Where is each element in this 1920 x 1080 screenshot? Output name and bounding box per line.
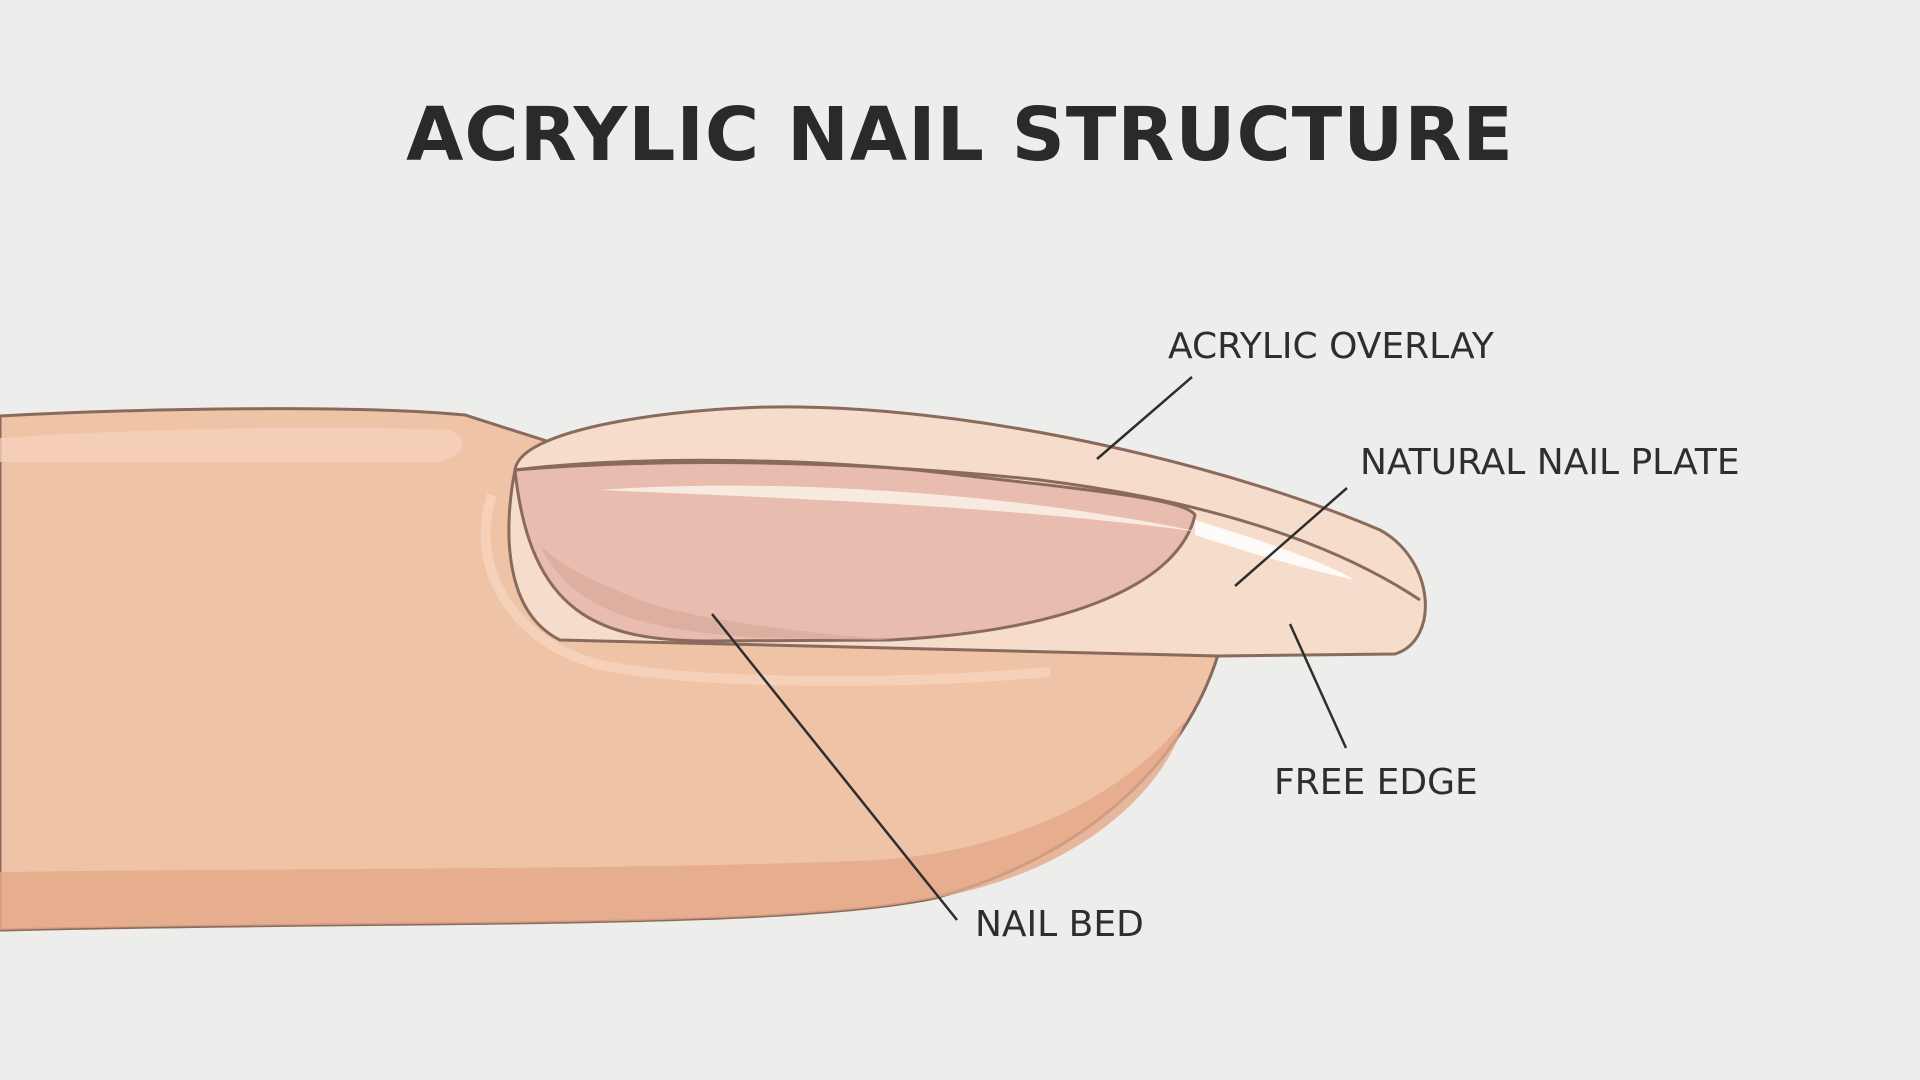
leader-line-acrylic-overlay (1096, 376, 1193, 460)
finger-highlight (0, 427, 463, 462)
nail-bed-shadow (540, 545, 890, 640)
label-nail-bed: NAIL BED (975, 904, 1144, 945)
label-natural-nail-plate: NATURAL NAIL PLATE (1360, 442, 1740, 483)
natural-nail-plate-line (514, 461, 1421, 602)
leader-line-free-edge (1288, 623, 1348, 749)
cuticle-highlight (480, 493, 1051, 687)
leader-line-nail-bed (711, 613, 958, 921)
leader-line-natural-nail-plate (1234, 487, 1348, 587)
label-acrylic-overlay: ACRYLIC OVERLAY (1168, 326, 1495, 367)
page-title: ACRYLIC NAIL STRUCTURE (406, 92, 1514, 178)
finger-shadow (0, 720, 1185, 930)
nail-highlight (600, 485, 1200, 532)
label-free-edge: FREE EDGE (1274, 762, 1478, 803)
